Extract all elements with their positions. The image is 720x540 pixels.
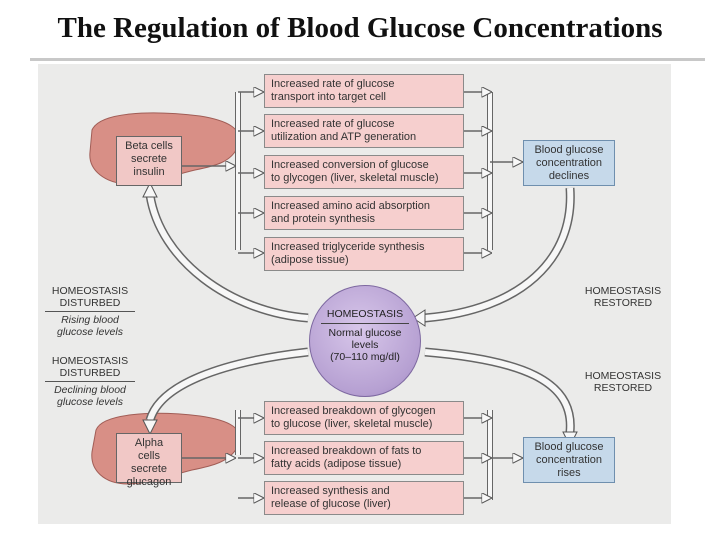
label-line: RESTORED	[593, 297, 653, 309]
homeostasis-line: (70–110 mg/dl)	[330, 351, 400, 363]
effect-line: Increased triglyceride synthesis	[271, 241, 425, 253]
label-line: HOMEOSTASIS	[584, 370, 662, 382]
label-line: Rising blood	[61, 314, 119, 326]
effect-line: (adipose tissue)	[271, 254, 349, 266]
alpha-cells-box: Alpha cells secrete glucagon	[116, 433, 182, 488]
label-line: HOMEOSTASIS	[584, 285, 662, 297]
homeostasis-line: Normal glucose	[328, 327, 402, 339]
homeostasis-divider	[321, 323, 409, 324]
effect-line: transport into target cell	[271, 91, 386, 103]
effect-line: Increased rate of glucose	[271, 118, 395, 130]
effect-line: Increased amino acid absorption	[271, 200, 430, 212]
beta-cells-line: secrete	[130, 153, 168, 165]
insulin-effect-box: Increased rate of glucose utilization an…	[264, 114, 464, 148]
label-line: RESTORED	[593, 382, 653, 394]
rises-line: Blood glucose	[534, 441, 604, 453]
effect-line: Increased breakdown of glycogen	[271, 405, 436, 417]
homeostasis-restored-bottom-label: HOMEOSTASIS RESTORED	[577, 370, 669, 394]
effect-line: fatty acids (adipose tissue)	[271, 458, 402, 470]
homeostasis-circle: HOMEOSTASIS Normal glucose levels (70–11…	[309, 285, 421, 397]
label-divider	[45, 311, 135, 312]
beta-cells-line: insulin	[133, 166, 165, 178]
homeostasis-line: levels	[351, 339, 379, 351]
effect-line: utilization and ATP generation	[271, 131, 417, 143]
label-divider	[45, 381, 135, 382]
glucose-declines-box: Blood glucose concentration declines	[523, 140, 615, 186]
declines-line: Blood glucose	[534, 144, 604, 156]
effect-line: and protein synthesis	[271, 213, 375, 225]
effect-line: to glycogen (liver, skeletal muscle)	[271, 172, 439, 184]
insulin-effect-box: Increased rate of glucose transport into…	[264, 74, 464, 108]
glucagon-effect-box: Increased breakdown of fats to fatty aci…	[264, 441, 464, 475]
label-line: glucose levels	[57, 326, 123, 338]
effect-line: Increased breakdown of fats to	[271, 445, 422, 457]
label-line: Declining blood	[54, 384, 126, 396]
effect-line: Increased conversion of glucose	[271, 159, 429, 171]
glucose-rises-box: Blood glucose concentration rises	[523, 437, 615, 483]
title-divider	[30, 58, 705, 61]
effect-line: to glucose (liver, skeletal muscle)	[271, 418, 433, 430]
homeostasis-restored-top-label: HOMEOSTASIS RESTORED	[577, 285, 669, 309]
label-line: HOMEOSTASIS	[51, 355, 129, 367]
alpha-cells-line: secrete	[130, 463, 168, 475]
rises-line: concentration	[535, 454, 603, 466]
effect-line: release of glucose (liver)	[271, 498, 391, 510]
label-line: DISTURBED	[59, 297, 121, 309]
effect-line: Increased rate of glucose	[271, 78, 395, 90]
rises-line: rises	[557, 467, 581, 479]
label-line: glucose levels	[57, 396, 123, 408]
homeostasis-disturbed-low-label: HOMEOSTASIS DISTURBED Declining blood gl…	[40, 355, 140, 408]
declines-line: concentration	[535, 157, 603, 169]
beta-cells-box: Beta cells secrete insulin	[116, 136, 182, 186]
homeostasis-heading: HOMEOSTASIS	[326, 308, 404, 320]
alpha-cells-line: Alpha cells	[134, 437, 164, 462]
insulin-effect-box: Increased conversion of glucose to glyco…	[264, 155, 464, 189]
glucagon-effect-box: Increased breakdown of glycogen to gluco…	[264, 401, 464, 435]
insulin-effect-box: Increased amino acid absorption and prot…	[264, 196, 464, 230]
homeostasis-disturbed-high-label: HOMEOSTASIS DISTURBED Rising blood gluco…	[40, 285, 140, 338]
insulin-effect-box: Increased triglyceride synthesis (adipos…	[264, 237, 464, 271]
glucagon-effect-box: Increased synthesis and release of gluco…	[264, 481, 464, 515]
beta-cells-line: Beta cells	[125, 140, 173, 152]
label-line: DISTURBED	[59, 367, 121, 379]
declines-line: declines	[548, 170, 590, 182]
page-title: The Regulation of Blood Glucose Concentr…	[57, 12, 663, 44]
effect-line: Increased synthesis and	[271, 485, 390, 497]
label-line: HOMEOSTASIS	[51, 285, 129, 297]
alpha-cells-line: glucagon	[126, 476, 172, 488]
